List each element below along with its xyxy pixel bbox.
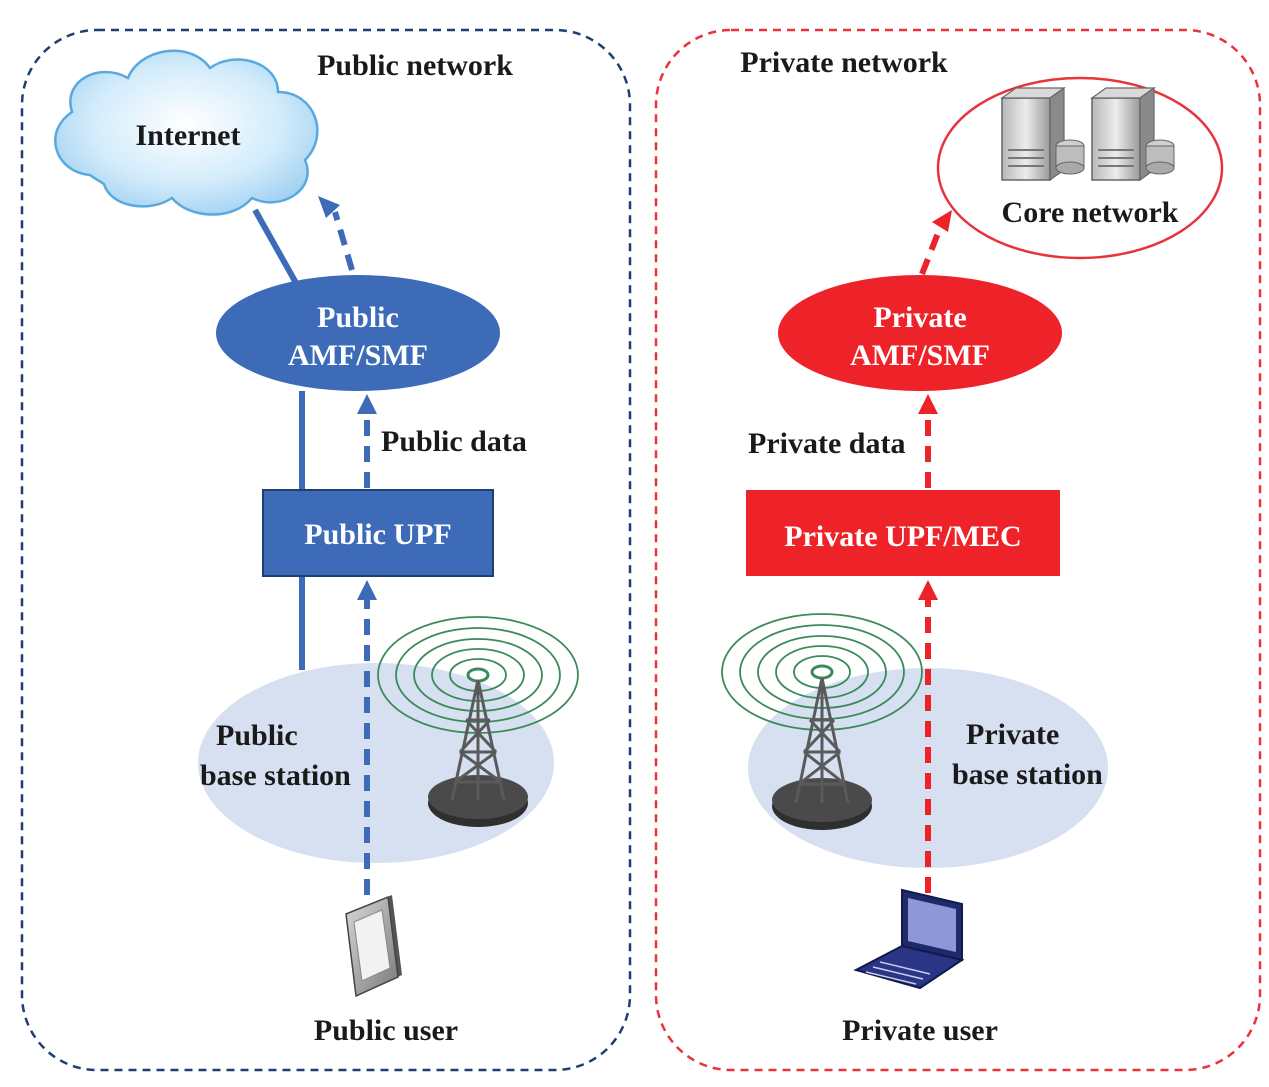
internet-label: Internet: [136, 119, 241, 152]
public-control-link-cloud: [252, 208, 303, 292]
public-network-boundary: [20, 28, 632, 1072]
public-upf-node: [262, 489, 494, 577]
server-icon: [1000, 86, 1085, 182]
public-upf-label: Public UPF: [304, 518, 452, 551]
core-network-label: Core network: [1002, 196, 1179, 229]
public-data-label: Public data: [381, 425, 527, 458]
private-network-title: Private network: [740, 46, 948, 79]
private-data-arrow-to-core: [919, 226, 943, 276]
private-arrowhead-core: [932, 210, 952, 232]
private-network-boundary: [654, 28, 1262, 1072]
private-base-station-line2: base station: [952, 758, 1103, 791]
public-tower-icon: [428, 679, 528, 827]
server-icon: [1090, 86, 1175, 182]
public-arrowhead-amf: [357, 394, 377, 414]
private-arrowhead-upf: [918, 580, 938, 600]
tablet-icon: [345, 895, 402, 998]
private-arrowhead-amf: [918, 394, 938, 414]
internet-cloud-icon: Internet: [54, 49, 319, 216]
private-amf-line1: Private: [873, 301, 966, 334]
public-network-title: Public network: [317, 49, 513, 82]
public-amf-line1: Public: [317, 301, 399, 334]
public-data-arrow-to-internet: [332, 211, 355, 271]
private-amf-smf-node: [778, 275, 1062, 391]
public-network-zone: Public network Internet Public AMF/SMF P…: [20, 28, 632, 1072]
private-amf-line2: AMF/SMF: [850, 339, 990, 372]
public-amf-line2: AMF/SMF: [288, 339, 428, 372]
public-amf-smf-node: [216, 275, 500, 391]
private-user-label: Private user: [842, 1014, 998, 1047]
public-user-label: Public user: [314, 1014, 458, 1047]
private-data-label: Private data: [748, 427, 905, 460]
private-upf-mec-node: [746, 490, 1060, 576]
public-arrowhead-internet: [318, 196, 340, 218]
laptop-icon: [853, 888, 965, 990]
private-tower-icon: [772, 677, 872, 830]
private-network-zone: Private network Core network: [654, 28, 1262, 1072]
public-arrowhead-upf: [357, 580, 377, 600]
public-base-station-line1: Public: [216, 719, 298, 752]
private-base-station-line1: Private: [966, 718, 1059, 751]
private-upf-label: Private UPF/MEC: [784, 520, 1021, 553]
public-base-station-line2: base station: [200, 759, 351, 792]
